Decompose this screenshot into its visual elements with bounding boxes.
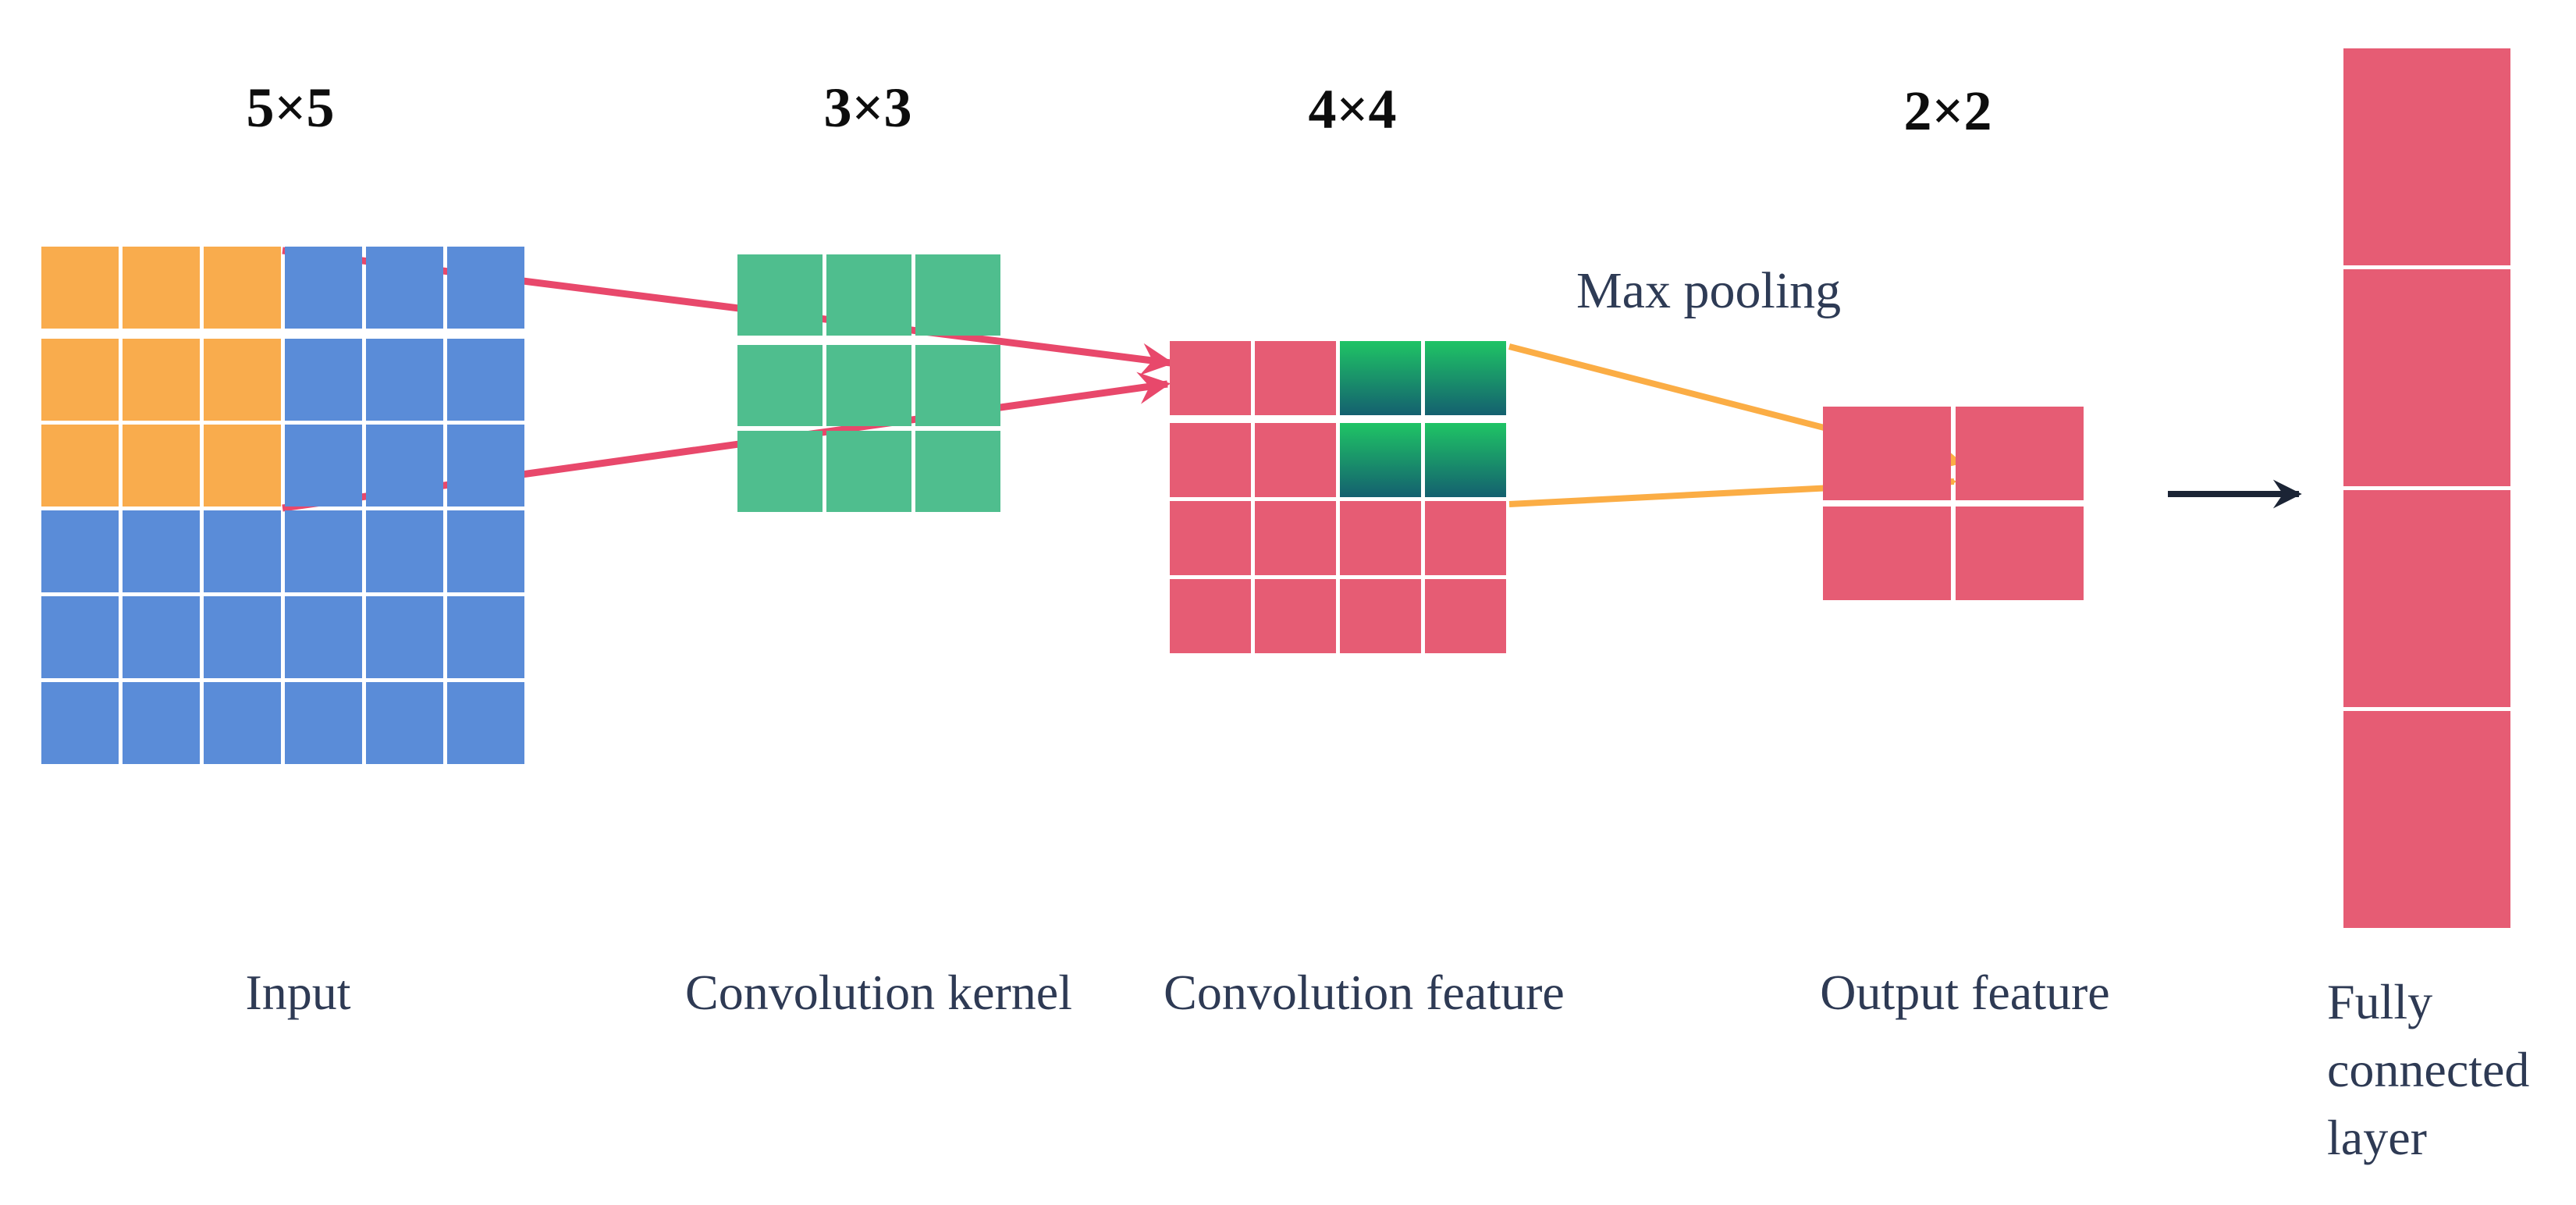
input-grid-cell (285, 339, 362, 421)
input-grid-cell (204, 247, 281, 329)
fc-layer-column-cell (2343, 711, 2510, 928)
conv-feature-dimension-label: 4×4 (1308, 78, 1397, 140)
conv-feature-grid-cell (1340, 423, 1421, 497)
conv-feature-grid-cell (1425, 579, 1506, 653)
input-grid-cell (41, 510, 119, 592)
input-grid-cell (447, 425, 524, 507)
input-grid-cell (366, 510, 443, 592)
input-grid-cell (123, 596, 200, 678)
input-grid-cell (285, 682, 362, 764)
input-grid-cell (447, 339, 524, 421)
input-grid-cell (41, 425, 119, 507)
conv-feature-grid-cell (1255, 579, 1336, 653)
conv-feature-grid-cell (1340, 501, 1421, 575)
conv-feature-grid-cell (1170, 341, 1251, 415)
input-grid-cell (204, 596, 281, 678)
kernel-grid-cell (826, 254, 911, 336)
kernel-grid-cell (915, 345, 1000, 426)
kernel-grid-cell (915, 254, 1000, 336)
conv-feature-grid-cell (1170, 579, 1251, 653)
input-grid-cell (123, 425, 200, 507)
input-grid-cell (41, 247, 119, 329)
input-grid-cell (123, 682, 200, 764)
output-feature-dimension-label: 2×2 (1903, 80, 1992, 142)
input-grid-cell (447, 510, 524, 592)
input-grid-cell (123, 247, 200, 329)
input-grid-cell (366, 682, 443, 764)
conv-feature-grid-cell (1425, 341, 1506, 415)
output-feature-grid-cell (1956, 407, 2084, 500)
input-grid-cell (366, 425, 443, 507)
input-grid-cell (204, 425, 281, 507)
kernel-grid-cell (737, 345, 823, 426)
kernel-grid-cell (826, 431, 911, 512)
conv-feature-grid-cell (1425, 501, 1506, 575)
output-feature-stage-label: Output feature (1820, 965, 2110, 1020)
conv-feature-grid-cell (1425, 423, 1506, 497)
input-grid-cell (285, 510, 362, 592)
kernel-dimension-label: 3×3 (823, 76, 912, 139)
input-grid-cell (41, 596, 119, 678)
conv-feature-grid-cell (1340, 579, 1421, 653)
fc-layer-column-cell (2343, 48, 2510, 265)
output-feature-grid-cell (1956, 507, 2084, 600)
input-grid-cell (123, 339, 200, 421)
input-stage-label: Input (245, 965, 351, 1020)
kernel-stage-label: Convolution kernel (685, 965, 1072, 1020)
input-grid-cell (447, 596, 524, 678)
conv-feature-grid-cell (1170, 423, 1251, 497)
conv-feature-grid-cell (1255, 501, 1336, 575)
fc-layer-column-cell (2343, 490, 2510, 707)
output-feature-grid-cell (1823, 407, 1951, 500)
kernel-grid-cell (737, 254, 823, 336)
max-pooling-label: Max pooling (1576, 262, 1842, 319)
input-grid-cell (204, 339, 281, 421)
input-grid-cell (123, 510, 200, 592)
kernel-grid-cell (737, 431, 823, 512)
kernel-grid-cell (826, 345, 911, 426)
output-feature-grid-cell (1823, 507, 1951, 600)
conv-feature-grid-cell (1170, 501, 1251, 575)
input-grid-cell (366, 596, 443, 678)
conv-feature-grid-cell (1255, 341, 1336, 415)
input-grid-cell (285, 425, 362, 507)
kernel-grid-cell (915, 431, 1000, 512)
fully-connected-stage-label: Fully connected layer (2327, 974, 2530, 1166)
input-grid-cell (41, 339, 119, 421)
input-grid-cell (366, 247, 443, 329)
conv-feature-grid-cell (1340, 341, 1421, 415)
input-grid-cell (285, 247, 362, 329)
input-grid-cell (366, 339, 443, 421)
input-grid-cell (204, 682, 281, 764)
input-grid-cell (204, 510, 281, 592)
input-grid-cell (447, 247, 524, 329)
input-grid-cell (285, 596, 362, 678)
fc-layer-column-cell (2343, 269, 2510, 486)
input-grid-cell (447, 682, 524, 764)
input-grid-cell (41, 682, 119, 764)
conv-feature-grid-cell (1255, 423, 1336, 497)
conv-feature-stage-label: Convolution feature (1164, 965, 1565, 1020)
input-dimension-label: 5×5 (246, 76, 335, 139)
